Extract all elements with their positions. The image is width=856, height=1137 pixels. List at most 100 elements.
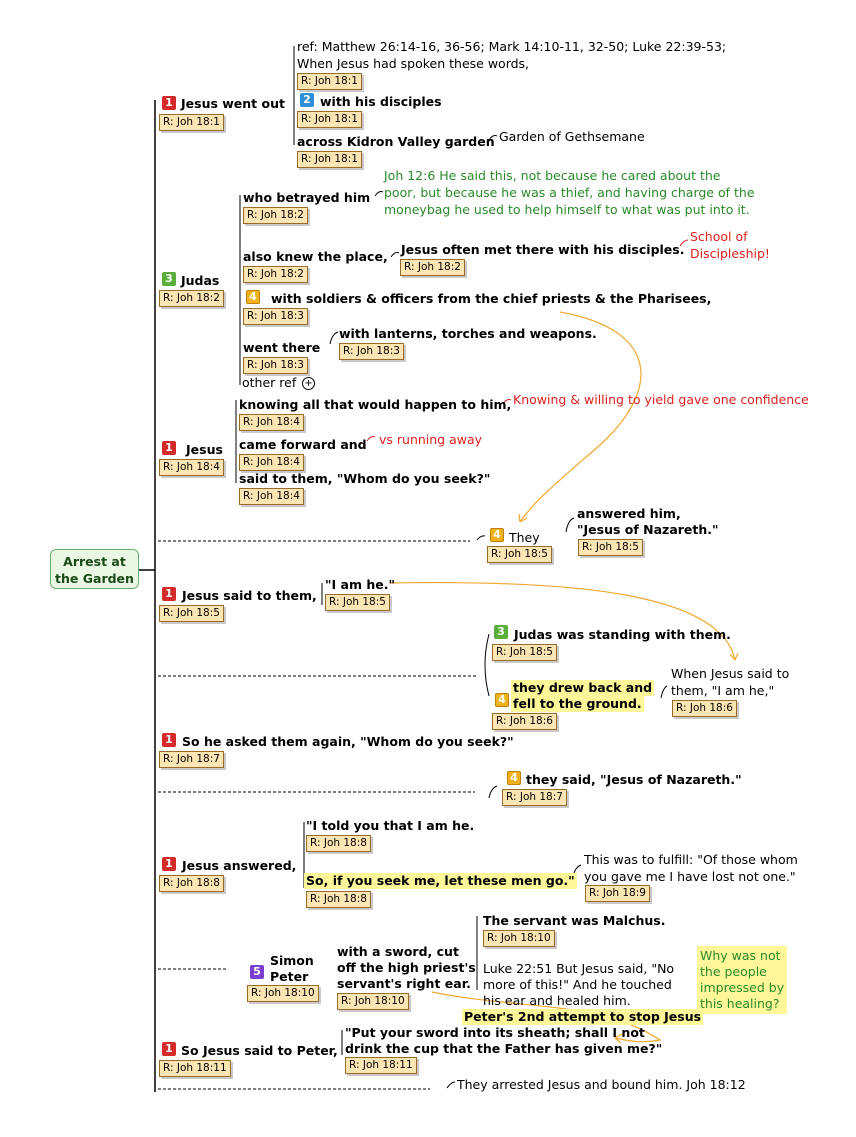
- note-joh-12-6-line1[interactable]: Joh 12:6 He said this, not because he ca…: [384, 168, 721, 183]
- ref-tag: R: Joh 18:4: [239, 454, 304, 471]
- note-knowing-willing[interactable]: Knowing & willing to yield gave one conf…: [513, 392, 809, 407]
- priority-2-icon: 2: [300, 93, 314, 107]
- note-luke-22-51-line2: more of this!" And he touched: [483, 977, 672, 992]
- topic-with-a-sword-line3: servant's right ear.: [337, 976, 471, 991]
- central-topic[interactable]: Arrest at the Garden: [50, 549, 139, 589]
- note-vs-running-away[interactable]: vs running away: [379, 432, 483, 447]
- ref-tag: R: Joh 18:2: [159, 290, 224, 307]
- ref-tag: R: Joh 18:11: [159, 1060, 231, 1077]
- ref-tag: R: Joh 18:8: [306, 891, 371, 908]
- priority-4-icon: 4: [507, 771, 521, 785]
- branch-jesus-said-to-them[interactable]: Jesus said to them,: [182, 588, 317, 603]
- topic-knowing-all[interactable]: knowing all that would happen to him,: [239, 397, 512, 412]
- ref-tag: R: Joh 18:1: [297, 73, 362, 90]
- ref-tag: R: Joh 18:5: [578, 539, 643, 556]
- floating-they-said[interactable]: they said, "Jesus of Nazareth.": [526, 772, 742, 787]
- note-when-jesus-said-line2: them, "I am he,": [671, 683, 775, 698]
- topic-when-jesus-spoken[interactable]: When Jesus had spoken these words,: [297, 56, 530, 71]
- ref-tag: R: Joh 18:10: [483, 930, 555, 947]
- note-why-not-impressed[interactable]: Why was not the people impressed by this…: [697, 946, 787, 1014]
- note-luke-22-51-line3: his ear and healed him.: [483, 993, 631, 1008]
- priority-4-icon: 4: [490, 528, 504, 542]
- topic-with-a-sword-line2: off the high priest's: [337, 960, 476, 975]
- branch-asked-them-again[interactable]: So he asked them again, "Whom do you see…: [182, 734, 514, 749]
- ref-tag: R: Joh 18:2: [400, 259, 465, 276]
- branch-jesus-went-out[interactable]: Jesus went out: [181, 96, 285, 111]
- priority-1-icon: 1: [162, 1042, 176, 1056]
- ref-tag: R: Joh 18:1: [297, 111, 362, 128]
- topic-whom-do-you-seek[interactable]: said to them, "Whom do you seek?": [239, 471, 491, 486]
- topic-let-these-men-go[interactable]: So, if you seek me, let these men go.": [304, 873, 577, 889]
- cross-reference-text[interactable]: ref: Matthew 26:14-16, 36-56; Mark 14:10…: [297, 39, 727, 54]
- topic-knew-the-place[interactable]: also knew the place,: [243, 249, 388, 264]
- topic-i-am-he[interactable]: "I am he.": [325, 577, 395, 592]
- ref-tag: R: Joh 18:2: [243, 207, 308, 224]
- floating-peter: Peter: [270, 969, 309, 984]
- note-gethsemane[interactable]: Garden of Gethsemane: [499, 129, 645, 144]
- ref-tag: R: Joh 18:7: [502, 789, 567, 806]
- callout-peters-2nd-attempt[interactable]: Peter's 2nd attempt to stop Jesus: [462, 1009, 704, 1025]
- ref-tag: R: Joh 18:3: [243, 308, 308, 325]
- priority-1-icon: 1: [162, 587, 176, 601]
- branch-jesus-answered[interactable]: Jesus answered,: [182, 858, 297, 873]
- note-school-of-discipleship-line1[interactable]: School of: [690, 229, 748, 244]
- priority-3-icon: 3: [494, 625, 508, 639]
- note-when-jesus-said-line1[interactable]: When Jesus said to: [671, 666, 790, 681]
- topic-with-soldiers[interactable]: with soldiers & officers from the chief …: [271, 291, 712, 306]
- topic-with-disciples[interactable]: with his disciples: [320, 94, 442, 109]
- topic-went-there[interactable]: went there: [243, 340, 321, 355]
- ref-tag: R: Joh 18:10: [247, 985, 319, 1002]
- topic-put-your-sword-line1[interactable]: "Put your sword into its sheath; shall I…: [345, 1025, 645, 1040]
- priority-1-icon: 1: [162, 733, 176, 747]
- ref-tag: R: Joh 18:10: [337, 993, 409, 1010]
- priority-1-icon: 1: [162, 96, 176, 110]
- ref-tag: R: Joh 18:11: [345, 1057, 417, 1074]
- topic-i-told-you[interactable]: "I told you that I am he.: [306, 818, 475, 833]
- topic-jesus-of-nazareth: "Jesus of Nazareth.": [577, 522, 719, 537]
- topic-servant-malchus[interactable]: The servant was Malchus.: [483, 913, 666, 928]
- priority-1-icon: 1: [162, 441, 176, 455]
- topic-kidron-valley[interactable]: across Kidron Valley garden: [297, 134, 495, 149]
- note-why-line4: this healing?: [700, 996, 780, 1011]
- note-lanterns-torches[interactable]: with lanterns, torches and weapons.: [339, 326, 597, 341]
- branch-judas[interactable]: Judas: [181, 273, 220, 288]
- topic-judas-standing[interactable]: Judas was standing with them.: [514, 627, 731, 642]
- note-why-line2: the people: [700, 964, 767, 979]
- topic-fell-to-ground: fell to the ground.: [511, 696, 644, 712]
- ref-tag: R: Joh 18:4: [239, 488, 304, 505]
- note-why-line1: Why was not: [700, 948, 781, 963]
- topic-other-ref[interactable]: other ref: [242, 375, 297, 390]
- note-fulfill-line2: you gave me I have lost not one.": [584, 869, 796, 884]
- note-jesus-often-met[interactable]: Jesus often met there with his disciples…: [401, 242, 685, 257]
- topic-who-betrayed-him[interactable]: who betrayed him: [243, 190, 371, 205]
- ref-tag: R: Joh 18:4: [239, 414, 304, 431]
- note-why-line3: impressed by: [700, 980, 785, 995]
- ref-tag: R: Joh 18:8: [159, 875, 224, 892]
- floating-they[interactable]: They: [509, 530, 540, 545]
- note-fulfill-line1[interactable]: This was to fulfill: "Of those whom: [584, 852, 798, 867]
- ref-tag: R: Joh 18:5: [325, 594, 390, 611]
- central-topic-line2: the Garden: [55, 571, 134, 586]
- topic-put-your-sword-line2: drink the cup that the Father has given …: [345, 1041, 663, 1056]
- ref-tag: R: Joh 18:6: [672, 700, 737, 717]
- priority-5-icon: 5: [250, 965, 264, 979]
- note-luke-22-51-line1[interactable]: Luke 22:51 But Jesus said, "No: [483, 961, 675, 976]
- ref-tag: R: Joh 18:1: [159, 114, 224, 131]
- ref-tag: R: Joh 18:3: [339, 343, 404, 360]
- ref-tag: R: Joh 18:5: [492, 644, 557, 661]
- floating-simon[interactable]: Simon: [270, 953, 314, 968]
- floating-arrested-jesus[interactable]: They arrested Jesus and bound him. Joh 1…: [457, 1077, 746, 1092]
- note-joh-12-6-line2: poor, but because he was a thief, and ha…: [384, 185, 755, 200]
- branch-jesus-said-to-peter[interactable]: So Jesus said to Peter,: [181, 1043, 338, 1058]
- topic-drew-back[interactable]: they drew back and: [511, 680, 655, 696]
- expand-plus-icon[interactable]: +: [302, 377, 315, 390]
- topic-came-forward[interactable]: came forward and: [239, 437, 367, 452]
- topic-answered-him[interactable]: answered him,: [577, 506, 681, 521]
- priority-1-icon: 1: [162, 857, 176, 871]
- ref-tag: R: Joh 18:8: [306, 835, 371, 852]
- topic-with-a-sword-line1[interactable]: with a sword, cut: [337, 944, 459, 959]
- branch-jesus[interactable]: Jesus: [186, 442, 223, 457]
- ref-tag: R: Joh 18:6: [492, 713, 557, 730]
- ref-tag: R: Joh 18:2: [243, 266, 308, 283]
- ref-tag: R: Joh 18:5: [159, 605, 224, 622]
